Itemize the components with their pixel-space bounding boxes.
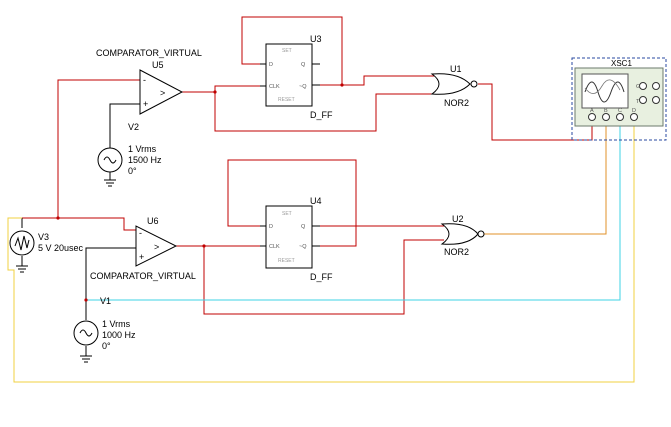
scope-trigger-terminal[interactable] <box>639 96 647 104</box>
u1-model-label: NOR2 <box>444 98 469 108</box>
u6-model-label: COMPARATOR_VIRTUAL <box>90 271 196 281</box>
comparator-u5[interactable]: - + > U5 COMPARATOR_VIRTUAL <box>96 48 202 115</box>
nor-gate-u1[interactable]: U1 NOR2 <box>430 64 478 108</box>
v1-phase: 0° <box>102 341 111 351</box>
u5-ref-label: U5 <box>152 60 164 70</box>
u6-gt-sign: > <box>154 242 159 252</box>
v2-phase: 0° <box>128 166 137 176</box>
scope-b-label: B <box>604 108 608 114</box>
u3-clk-pin: CLK <box>269 84 280 90</box>
u3-model-label: D_FF <box>310 110 333 120</box>
xsc1-ref-label: XSC1 <box>611 59 632 68</box>
wire-v2-to-u5-plus[interactable] <box>109 103 140 146</box>
u4-reset-pin: RESET <box>278 258 295 264</box>
ac-source-v1[interactable]: V1 1 Vrms 1000 Hz 0° <box>73 296 136 363</box>
u4-ref-label: U4 <box>310 196 322 206</box>
wire-u6-out-to-u2-in2[interactable] <box>203 239 444 315</box>
scope-g-label: G <box>636 84 640 90</box>
ac-source-v2[interactable]: V2 1 Vrms 1500 Hz 0° <box>97 122 162 187</box>
scope-channel-b-terminal[interactable] <box>602 113 610 121</box>
u5-plus-pin: + <box>143 99 148 109</box>
v1-ref-label: V1 <box>100 296 111 306</box>
wire-v1-to-u6-plus[interactable] <box>85 247 136 318</box>
u4-qbar-pin: ~Q <box>299 244 307 250</box>
u3-ref-label: U3 <box>310 34 322 44</box>
v2-frequency: 1500 Hz <box>128 155 162 165</box>
v1-frequency: 1000 Hz <box>102 330 136 340</box>
junction-dot <box>213 90 217 94</box>
wire-u1-to-scope-a[interactable] <box>478 83 593 141</box>
u3-set-pin: SET <box>282 48 292 54</box>
sine-icon <box>103 156 117 164</box>
scope-c-label: C <box>618 108 622 114</box>
wire-v3-to-u5-minus[interactable] <box>57 79 140 218</box>
junction-dot <box>202 244 206 248</box>
wire-u3-q-to-u1[interactable] <box>342 75 436 86</box>
u6-ref-label: U6 <box>147 216 159 226</box>
junction-dot <box>340 83 344 87</box>
u3-d-pin: D <box>269 62 273 68</box>
scope-ground-terminal[interactable] <box>639 82 647 90</box>
junction-dot <box>56 216 60 220</box>
u5-minus-pin: - <box>143 75 146 85</box>
u2-model-label: NOR2 <box>444 247 469 257</box>
u4-q-pin: Q <box>301 224 306 230</box>
scope-waveform-icon <box>584 81 625 103</box>
v2-amplitude: 1 Vrms <box>128 144 157 154</box>
nor-gate-u2[interactable]: U2 NOR2 <box>440 214 485 257</box>
sine-icon <box>79 329 93 337</box>
scope-a-label: A <box>590 108 594 114</box>
d-flipflop-u4[interactable]: SET D CLK Q ~Q RESET U4 D_FF <box>260 196 333 282</box>
wire-u3-feedback[interactable] <box>241 16 343 86</box>
u5-model-label: COMPARATOR_VIRTUAL <box>96 48 202 58</box>
v2-ref-label: V2 <box>128 122 139 132</box>
u6-plus-pin: + <box>139 252 144 262</box>
pulse-source-v3[interactable]: V3 5 V 20usec <box>9 230 84 273</box>
comparator-u6[interactable]: - + > U6 COMPARATOR_VIRTUAL <box>90 216 196 281</box>
u6-minus-pin: - <box>139 228 142 238</box>
scope-channel-d-terminal[interactable] <box>630 113 638 121</box>
u3-reset-pin: RESET <box>278 97 295 103</box>
u3-qbar-pin: ~Q <box>299 84 307 90</box>
junction-dot <box>84 298 88 302</box>
u3-q-pin: Q <box>301 62 306 68</box>
scope-channel-c-terminal[interactable] <box>616 113 624 121</box>
u1-ref-label: U1 <box>450 64 462 74</box>
d-flipflop-u3[interactable]: SET D CLK Q ~Q RESET U3 D_FF <box>260 34 333 120</box>
u4-d-pin: D <box>269 224 273 230</box>
scope-d-label: D <box>632 108 636 114</box>
u5-gt-sign: > <box>160 88 165 98</box>
oscilloscope-xsc1[interactable]: XSC1 G T A B C D <box>571 57 667 141</box>
u4-clk-pin: CLK <box>269 244 280 250</box>
pulse-icon <box>14 235 30 251</box>
u2-ref-label: U2 <box>452 214 464 224</box>
wire-u2-to-scope-b[interactable] <box>484 120 607 235</box>
scope-selection-box <box>571 57 667 141</box>
v1-amplitude: 1 Vrms <box>102 319 131 329</box>
u4-model-label: D_FF <box>310 272 333 282</box>
wire-v1-to-scope-c[interactable] <box>86 120 621 301</box>
v3-ref-label: V3 <box>38 232 49 242</box>
v3-params: 5 V 20usec <box>38 243 84 253</box>
scope-screen <box>581 73 629 109</box>
wire-v3-to-u6-minus[interactable] <box>58 217 136 231</box>
u4-set-pin: SET <box>282 211 292 217</box>
wire-u4-feedback[interactable] <box>227 159 357 247</box>
wires <box>7 16 635 383</box>
scope-t-label: T <box>636 99 640 105</box>
wire-u5-out-to-u3-clk[interactable] <box>182 85 260 93</box>
scope-channel-a-terminal[interactable] <box>588 113 596 121</box>
wire-u5-out-to-u1-in2[interactable] <box>214 92 436 132</box>
